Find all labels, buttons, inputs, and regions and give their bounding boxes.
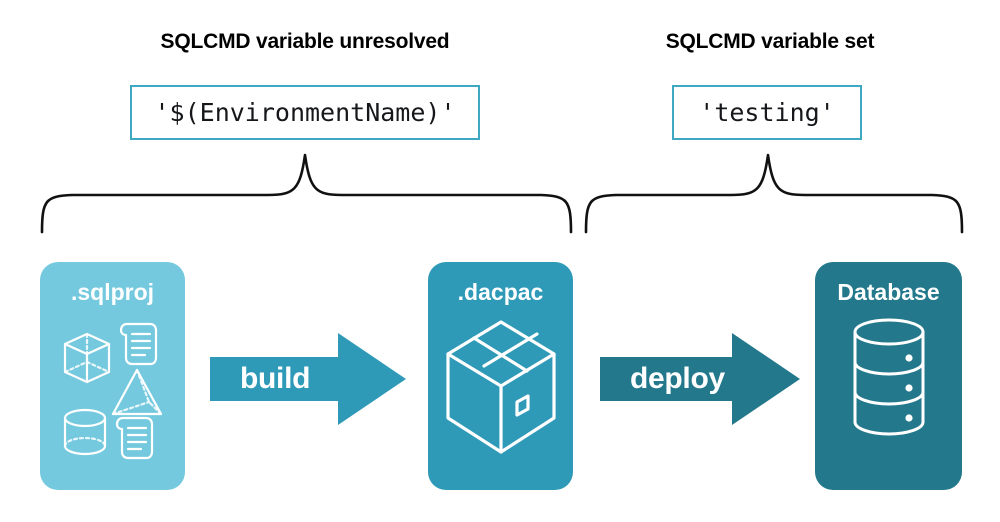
dacpac-artwork — [428, 314, 573, 482]
arrow-right-icon-build — [210, 333, 406, 425]
code-value-box-left: '$(EnvironmentName)' — [130, 85, 480, 140]
stage-title-database: Database — [837, 279, 940, 305]
package-box-icon — [445, 320, 556, 454]
arrow-deploy: deploy — [600, 333, 800, 425]
database-artwork — [815, 314, 962, 482]
db-indicator-dot-1 — [904, 354, 913, 362]
sqlproj-artwork — [40, 314, 185, 482]
stage-title-sqlproj: .sqlproj — [70, 279, 155, 305]
stage-box-dacpac[interactable]: .dacpac — [428, 262, 573, 490]
group-label-right: SQLCMD variable set — [665, 30, 875, 53]
scroll-icon-bottom — [115, 416, 153, 460]
brace-right — [584, 153, 964, 234]
code-value-box-right: 'testing' — [672, 85, 862, 140]
database-cylinder-icon — [853, 318, 924, 436]
stage-box-database[interactable]: Database — [815, 262, 962, 490]
stage-title-dacpac: .dacpac — [457, 279, 544, 305]
group-label-left: SQLCMD variable unresolved — [160, 30, 450, 53]
arrow-build: build — [210, 333, 406, 425]
brace-left — [40, 153, 573, 234]
stage-box-sqlproj[interactable]: .sqlproj — [40, 262, 185, 490]
wireframe-objects-and-scrolls-icon — [63, 322, 162, 460]
db-indicator-dot-2 — [904, 384, 913, 392]
arrow-label-build: build — [240, 362, 311, 395]
db-indicator-dot-3 — [904, 414, 913, 422]
scroll-icon-top — [119, 322, 157, 366]
arrow-label-deploy: deploy — [630, 362, 725, 395]
arrow-right-icon-deploy — [600, 333, 800, 425]
